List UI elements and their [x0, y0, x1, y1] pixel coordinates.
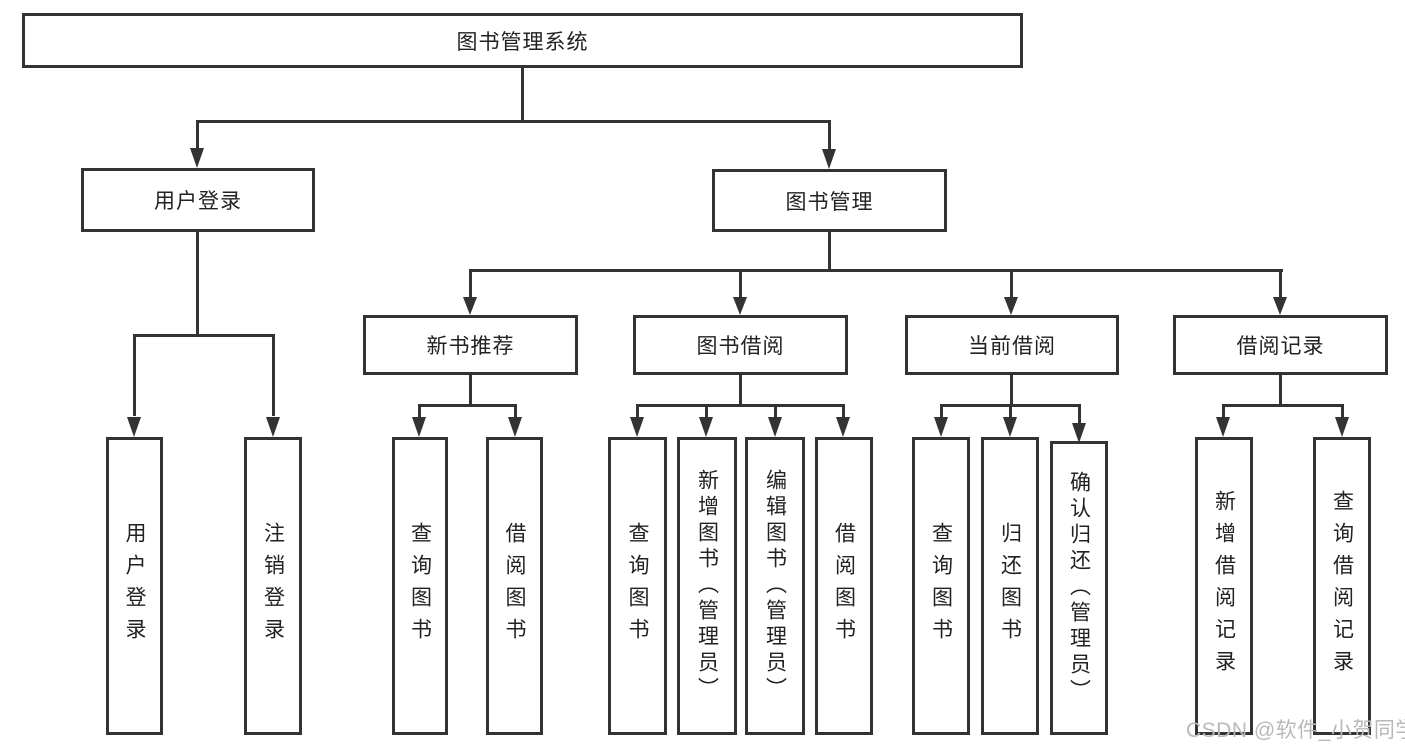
leaf-query-borrow-record: 查询借阅记录: [1313, 437, 1371, 735]
connector-stem: [940, 404, 943, 419]
connector-branch-login: [133, 334, 275, 337]
connector-stem: [636, 404, 639, 419]
arrowhead-icon: [508, 417, 522, 437]
node-label: 借阅图书: [503, 522, 526, 650]
leaf-user-login: 用户登录: [106, 437, 163, 735]
arrowhead-icon: [412, 417, 426, 437]
connector-stem: [196, 120, 199, 150]
connector-stem: [705, 404, 708, 419]
node-label: 图书借阅: [696, 335, 785, 358]
connector-stem: [469, 269, 472, 299]
connector-stem: [1009, 404, 1012, 419]
connector-stem: [739, 269, 742, 299]
arrowhead-icon: [1216, 417, 1230, 437]
csdn-watermark: CSDN @软件_小贺同学: [1186, 719, 1405, 742]
connector-stem: [774, 404, 777, 419]
arrowhead-icon: [1335, 417, 1349, 437]
leaf-return-books: 归还图书: [981, 437, 1039, 735]
node-label: 新增借阅记录: [1212, 490, 1236, 682]
node-label: 新增图书（管理员）: [695, 469, 719, 703]
node-label: 当前借阅: [968, 335, 1056, 358]
connector-stem: [828, 120, 831, 150]
node-label: 确认归还（管理员）: [1067, 471, 1091, 705]
leaf-query-books: 查询图书: [392, 437, 448, 735]
leaf-confirm-return-admin: 确认归还（管理员）: [1050, 441, 1108, 735]
node-current-borrow: 当前借阅: [905, 315, 1119, 375]
connector-branch: [418, 404, 517, 407]
arrowhead-icon: [768, 417, 782, 437]
arrowhead-icon: [1003, 417, 1017, 437]
arrowhead-icon: [630, 417, 644, 437]
connector-stem: [1078, 404, 1081, 423]
node-borrow-records: 借阅记录: [1173, 315, 1388, 375]
leaf-query-books: 查询图书: [912, 437, 970, 735]
node-label: 图书管理: [785, 190, 874, 214]
leaf-borrow-books: 借阅图书: [815, 437, 873, 735]
connector-stem: [196, 232, 199, 336]
connector-root-stem: [521, 68, 524, 120]
connector-stem: [1222, 404, 1225, 419]
arrowhead-icon: [463, 297, 477, 315]
arrowhead-icon: [699, 417, 713, 437]
connector-stem: [1010, 269, 1013, 299]
leaf-query-books: 查询图书: [608, 437, 667, 735]
node-label: 编辑图书（管理员）: [763, 469, 787, 703]
node-label: 借阅记录: [1236, 335, 1325, 358]
arrowhead-icon: [836, 417, 850, 437]
node-label: 归还图书: [998, 522, 1022, 650]
node-label: 注销登录: [261, 522, 285, 650]
node-new-book-recommend: 新书推荐: [363, 315, 578, 375]
node-label: 查询图书: [929, 522, 953, 650]
node-label: 新书推荐: [426, 335, 515, 358]
node-label: 借阅图书: [832, 522, 856, 650]
connector-stem: [418, 404, 421, 419]
node-label: 查询图书: [626, 522, 649, 650]
node-label: 图书管理系统: [456, 30, 589, 54]
arrowhead-icon: [1273, 297, 1287, 315]
arrowhead-icon: [733, 297, 747, 315]
arrowhead-icon: [1072, 423, 1086, 443]
leaf-add-books-admin: 新增图书（管理员）: [677, 437, 737, 735]
arrowhead-icon: [822, 149, 836, 169]
connector-stem: [1010, 375, 1013, 406]
leaf-logout: 注销登录: [244, 437, 302, 735]
node-root-system: 图书管理系统: [22, 13, 1023, 68]
node-label: 用户登录: [123, 522, 146, 650]
connector-stem: [842, 404, 845, 419]
connector-stem: [1279, 269, 1282, 299]
connector-branch: [1222, 404, 1343, 407]
leaf-edit-books-admin: 编辑图书（管理员）: [745, 437, 805, 735]
arrowhead-icon: [266, 417, 280, 437]
connector-stem: [1279, 375, 1282, 406]
arrowhead-icon: [934, 417, 948, 437]
leaf-borrow-books: 借阅图书: [486, 437, 543, 735]
connector-branch: [636, 404, 845, 407]
leaf-add-borrow-record: 新增借阅记录: [1195, 437, 1253, 735]
arrowhead-icon: [190, 148, 204, 168]
node-book-management: 图书管理: [712, 169, 947, 232]
connector-stem: [272, 334, 275, 416]
node-book-borrow: 图书借阅: [633, 315, 848, 375]
connector-stem: [739, 375, 742, 406]
arrowhead-icon: [127, 417, 141, 437]
connector-stem: [514, 404, 517, 419]
connector-branch-level3: [469, 269, 1283, 272]
connector-stem: [469, 375, 472, 406]
arrowhead-icon: [1004, 297, 1018, 315]
connector-stem: [133, 334, 136, 416]
connector-branch-level2: [196, 120, 831, 123]
connector-stem: [828, 232, 831, 272]
connector-stem: [1341, 404, 1344, 419]
node-label: 查询借阅记录: [1330, 490, 1354, 682]
node-label: 查询图书: [408, 522, 432, 650]
node-user-login: 用户登录: [81, 168, 315, 232]
node-label: 用户登录: [154, 190, 242, 213]
